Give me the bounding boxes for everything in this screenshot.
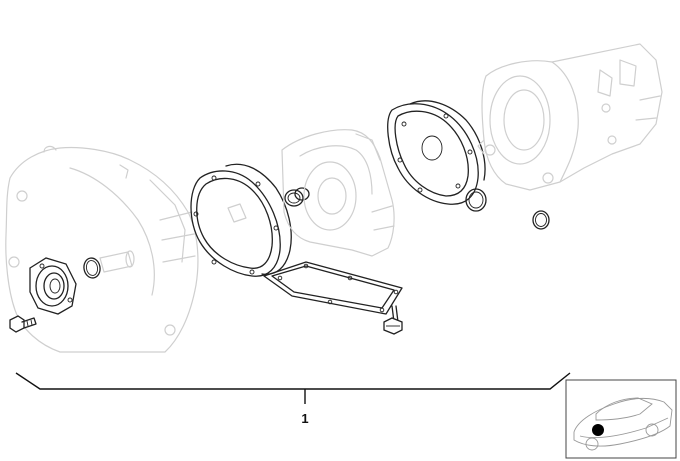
pan-bolt <box>383 305 403 335</box>
rear-o-ring-upper <box>465 188 487 212</box>
location-dot-icon <box>592 424 604 436</box>
front-o-ring <box>83 257 101 279</box>
rear-gasket <box>387 100 486 205</box>
small-o-ring <box>284 187 310 207</box>
oil-pan-gasket <box>263 261 403 315</box>
rear-housing <box>477 43 663 191</box>
housing-bolt <box>9 315 37 333</box>
group-bracket <box>15 372 571 404</box>
group-callout-label: 1 <box>301 411 308 426</box>
vehicle-thumbnail <box>565 379 677 459</box>
front-gasket <box>190 163 292 277</box>
bell-housing <box>5 145 199 353</box>
intermediate-plate <box>281 129 395 257</box>
front-pump-seal <box>29 257 77 315</box>
rear-o-ring-lower <box>532 210 550 230</box>
